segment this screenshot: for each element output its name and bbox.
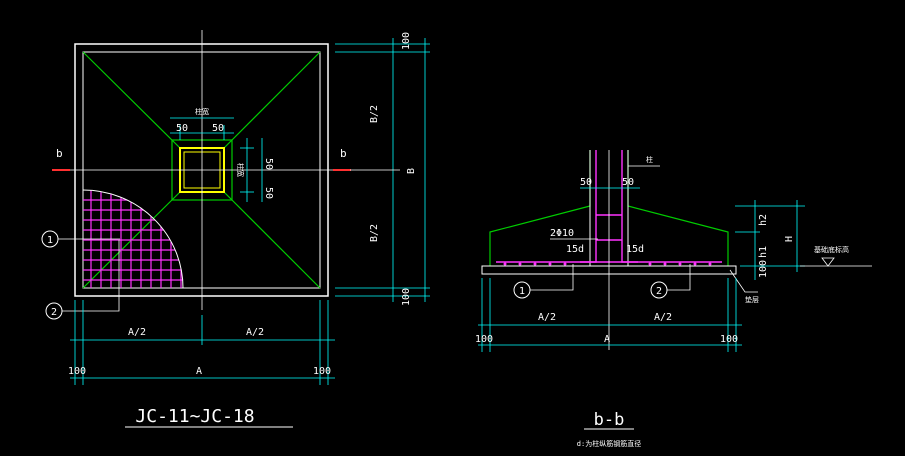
section-label-right: b	[340, 147, 347, 160]
section-dim-h: H	[784, 236, 795, 242]
plan-dim-a: A	[196, 366, 202, 377]
section-dim-15d-left: 15d	[566, 244, 584, 255]
section-dim-50-right: 50	[622, 177, 634, 188]
section-cushion-label: 垫层	[745, 295, 759, 304]
section-title: b-b	[594, 410, 625, 430]
section-horiz-dims	[478, 278, 742, 352]
rebar-mesh	[83, 190, 183, 288]
plan-dim-right-100: 100	[313, 366, 331, 377]
section-col-label: 柱	[646, 155, 653, 164]
plan-dim-a-half-right: A/2	[246, 327, 264, 338]
section-callout-2-text: 2	[656, 286, 662, 297]
section-dim-left-100: 100	[475, 334, 493, 345]
callout-1-text: 1	[47, 235, 53, 246]
mesh-boundary	[82, 189, 184, 289]
cushion-leader	[729, 269, 758, 293]
plan-dim-top-100: 100	[401, 32, 412, 50]
section-dim-a-half-left: A/2	[538, 312, 556, 323]
callout-2-leader	[62, 240, 120, 312]
plan-dim-b: B	[406, 168, 417, 174]
plan-dim-50-d: 50	[263, 187, 274, 199]
column-dim-lines	[170, 117, 263, 202]
section-callout-1-text: 1	[519, 286, 525, 297]
section-dim-50-left: 50	[580, 177, 592, 188]
col-label-top: 柱宽	[195, 107, 209, 116]
plan-dim-b-half-bottom: B/2	[369, 224, 380, 242]
plan-dim-50-b: 50	[212, 123, 224, 134]
plan-dim-50-c: 50	[263, 158, 274, 170]
section-ground-label: 基础底标高	[814, 245, 849, 254]
plan-horiz-dims	[70, 300, 335, 385]
plan-title: JC-11~JC-18	[135, 406, 254, 427]
bottom-bar-dots	[503, 262, 712, 266]
col-label-side: 柱宽	[236, 163, 245, 177]
elevation-triangle-icon	[821, 257, 835, 267]
section-dim-15d-right: 15d	[626, 244, 644, 255]
plan-view: b b 1 2	[41, 30, 430, 428]
section-dim-a-half-right: A/2	[654, 312, 672, 323]
plan-dim-50-a: 50	[176, 123, 188, 134]
section-dim-100-vert: 100	[758, 260, 769, 278]
plan-dim-bottom-100: 100	[401, 288, 412, 306]
section-subtitle: d:为柱纵筋钢筋直径	[577, 439, 641, 448]
section-callout-2-leader	[667, 264, 691, 291]
plan-dim-left-100: 100	[68, 366, 86, 377]
section-dim-h1: h1	[758, 246, 769, 258]
section-dim-h2: h2	[758, 214, 769, 226]
section-vert-dims	[735, 200, 805, 280]
section-dim-right-100: 100	[720, 334, 738, 345]
section-label-left: b	[56, 147, 63, 160]
plan-dim-b-half-top: B/2	[369, 105, 380, 123]
section-callout-1-leader	[530, 264, 574, 291]
plan-dim-a-half-left: A/2	[128, 327, 146, 338]
section-dim-a: A	[604, 334, 610, 345]
section-view: 50 50 柱 2Φ10 15d 15d h2 h1 H 100 基础底标高 垫…	[475, 150, 872, 448]
callout-2-text: 2	[51, 307, 57, 318]
section-rebar-label: 2Φ10	[550, 228, 574, 239]
plan-vert-dims	[335, 38, 430, 302]
